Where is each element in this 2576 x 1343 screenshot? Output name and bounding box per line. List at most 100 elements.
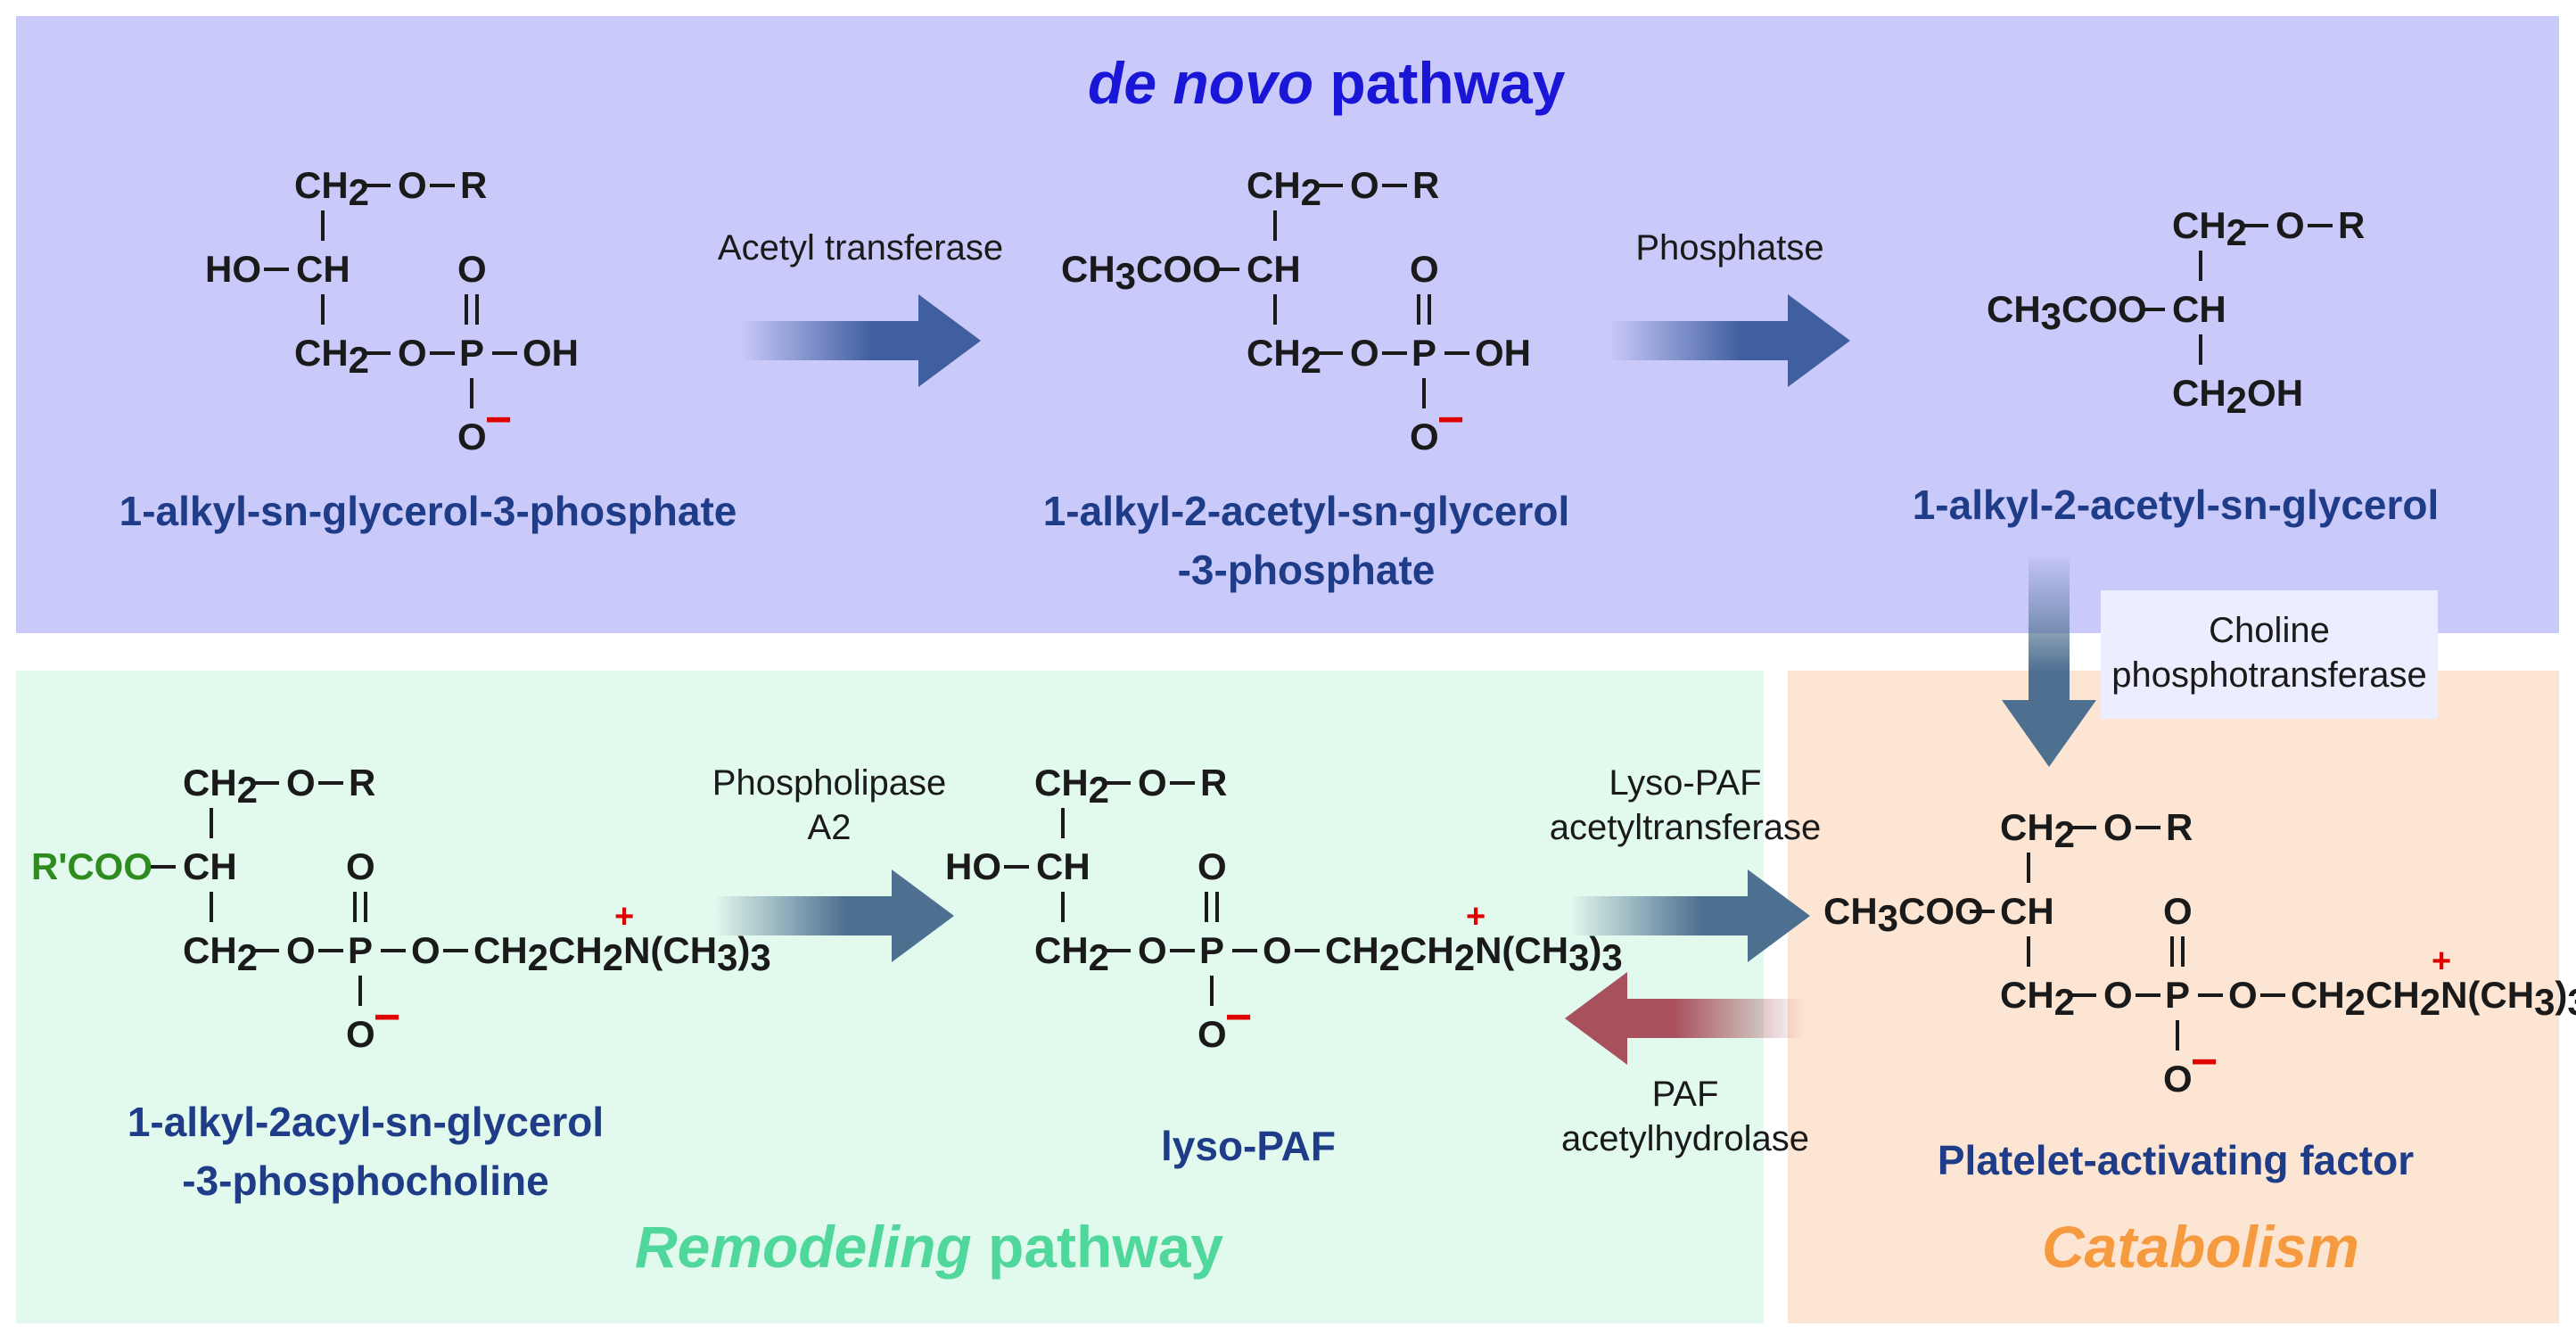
c5-positive-charge: + [1466,898,1486,935]
arrow-choline-phosphotransferase [2002,557,2096,767]
c4-p: P [348,929,373,971]
c2-p: P [1411,332,1436,374]
arrow-acetyl-transferase-shape [740,294,981,387]
c4-o-minus: O [346,1013,375,1055]
c4-ch: CH [183,845,237,887]
enzyme-phospholipase-line-2: A2 [807,808,852,847]
arrow-paf-acetylhydrolase-shape [1565,972,1806,1065]
c3-ch2oh: CH2OH [2172,372,2303,421]
c1-negative-charge: − [485,394,512,446]
c2-ch2-top: CH2 [1247,164,1321,213]
c6-o-double: O [2163,890,2193,932]
structure-c4: CH2 O R R'COO CH CH2 O P O CH2CH2N(CH3)3… [31,762,771,1055]
c2-ch: CH [1247,248,1301,290]
c3-ch2-top: CH2 [2172,204,2247,253]
enzyme-paf-acetylhydrolase: PAF acetylhydrolase [1516,1072,1855,1161]
c4-o-top: O [286,762,316,803]
c2-o-minus: O [1410,416,1439,457]
c5-ch2-bottom: CH2 [1034,929,1109,978]
structure-c1: CH2 O R HO CH CH2 O P OH O O − [205,164,579,457]
compound-name-c4: 1-alkyl-2acyl-sn-glycerol -3-phosphochol… [71,1092,660,1210]
compound-name-c4-line-1: 1-alkyl-2acyl-sn-glycerol [127,1099,605,1145]
c6-o-minus: O [2163,1058,2193,1100]
c4-r: R [349,762,375,803]
c5-o-choline: O [1263,929,1292,971]
c2-oh: OH [1475,332,1531,374]
c1-o-ester: O [398,332,427,374]
compound-name-c3-line-1: 1-alkyl-2-acetyl-sn-glycerol [1912,482,2440,528]
compound-name-c2-line-1: 1-alkyl-2-acetyl-sn-glycerol [1042,488,1570,534]
c4-o-ester: O [286,929,316,971]
compound-name-c6-line-1: Platelet-activating factor [1937,1137,2415,1183]
remodeling-title: Remodeling pathway [635,1217,1223,1276]
compound-name-c2: 1-alkyl-2-acetyl-sn-glycerol -3-phosphat… [963,482,1650,599]
enzyme-phospholipase-line-1: Phospholipase [712,763,947,803]
c6-ch2-top: CH2 [2000,806,2075,855]
c6-negative-charge: − [2191,1036,2218,1088]
enzyme-choline-phosphotransferase: Choline phosphotransferase [2101,608,2438,697]
c2-o-ester: O [1350,332,1379,374]
c5-ho: HO [945,845,1001,887]
compound-name-c4-line-2: -3-phosphocholine [182,1158,549,1204]
compound-name-c5: lyso-PAF [1034,1116,1462,1175]
arrow-lyso-paf-acetyltransferase-shape [1569,869,1810,962]
c1-p: P [459,332,484,374]
c4-ch2-bottom: CH2 [183,929,258,978]
c5-p: P [1199,929,1224,971]
arrow-choline-phosphotransferase-shape [2002,557,2096,767]
c6-ch: CH [2000,890,2054,932]
c3-acetyl: CH3COO [1987,288,2147,337]
c6-positive-charge: + [2432,943,2451,980]
c5-o-minus: O [1197,1013,1227,1055]
remodeling-title-italic: Remodeling [635,1214,972,1280]
c5-ch: CH [1036,845,1090,887]
c5-o-top: O [1138,762,1167,803]
arrow-lyso-paf-acetyltransferase [1569,869,1810,962]
c1-ch2-bottom: CH2 [294,332,369,381]
c1-ch2-top: CH2 [294,164,369,213]
c1-oh: OH [523,332,579,374]
c5-r: R [1200,762,1227,803]
arrow-phospholipase-shape [713,869,954,962]
catabolism-panel [1788,671,2559,1323]
enzyme-paf-acetylhydrolase-line-2: acetylhydrolase [1561,1119,1809,1158]
c6-p: P [2165,974,2190,1016]
c6-ch2-bottom: CH2 [2000,974,2075,1023]
enzyme-choline-phosphotransferase-line-1: Choline [2209,611,2330,650]
enzyme-paf-acetylhydrolase-line-1: PAF [1651,1075,1719,1114]
enzyme-lyso-paf-acetyltransferase: Lyso-PAF acetyltransferase [1516,761,1855,850]
enzyme-acetyl-transferase-line-1: Acetyl transferase [717,228,1004,268]
de-novo-title-italic: de novo [1088,50,1314,116]
c1-ch: CH [296,248,350,290]
structure-c5: CH2 O R HO CH CH2 O P O CH2CH2N(CH3)3 + … [945,762,1623,1055]
de-novo-panel [16,16,2559,633]
c4-negative-charge: − [374,992,400,1043]
c1-ho: HO [205,248,261,290]
de-novo-title: de novo pathway [1088,54,1565,112]
c6-o-top: O [2103,806,2133,848]
c4-acyl: R'COO [31,845,152,887]
enzyme-lyso-paf-acetyltransferase-line-1: Lyso-PAF [1609,763,1762,803]
c2-o-top: O [1350,164,1379,206]
compound-name-c1: 1-alkyl-sn-glycerol-3-phosphate [80,482,776,540]
arrow-acetyl-transferase [740,294,981,387]
c5-o-double: O [1197,845,1227,887]
enzyme-phosphatase-line-1: Phosphatse [1635,228,1824,268]
remodeling-title-rest: pathway [971,1214,1224,1280]
catabolism-title-italic: Catabolism [2042,1214,2359,1280]
structure-c2: CH2 O R CH3COO CH CH2 O P OH O O − [1061,164,1531,457]
enzyme-lyso-paf-acetyltransferase-line-2: acetyltransferase [1549,808,1822,847]
c4-o-choline: O [411,929,440,971]
c4-ch2-top: CH2 [183,762,258,811]
arrow-paf-acetylhydrolase [1565,972,1806,1065]
catabolism-title: Catabolism [2042,1217,2359,1276]
c1-o-double: O [457,248,487,290]
c6-acetyl: CH3COO [1823,890,1984,939]
c2-ch2-bottom: CH2 [1247,332,1321,381]
enzyme-phosphatase: Phosphatse [1587,226,1872,270]
arrow-phosphatase-shape [1609,294,1850,387]
c5-ch2-top: CH2 [1034,762,1109,811]
c2-r: R [1412,164,1439,206]
c1-r: R [460,164,487,206]
compound-name-c2-line-2: -3-phosphate [1177,547,1436,593]
